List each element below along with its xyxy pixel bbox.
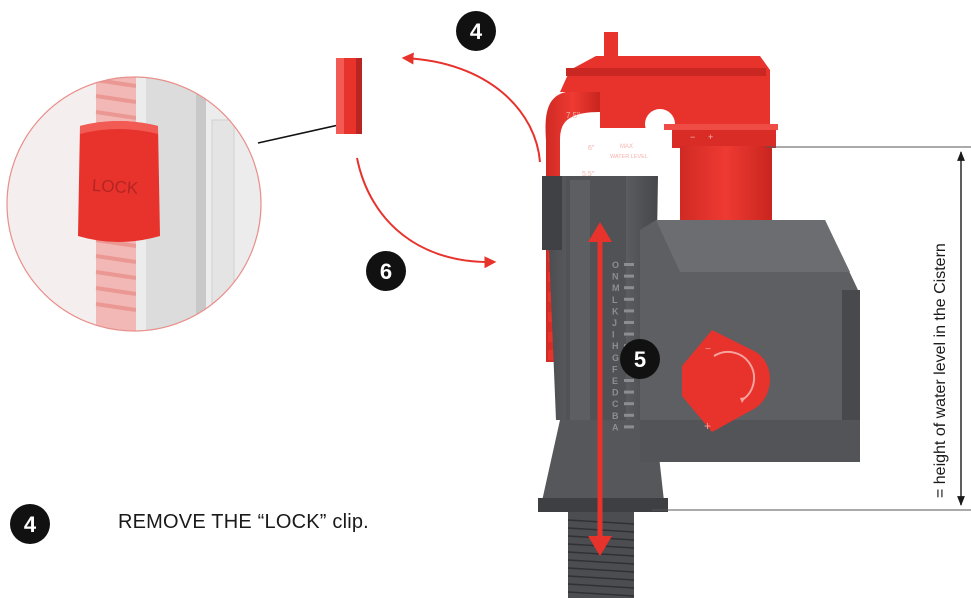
svg-text:WATER LEVEL: WATER LEVEL xyxy=(610,154,648,160)
svg-text:−: − xyxy=(705,344,711,355)
water-level-label: = height of water level in the Cistern xyxy=(932,243,949,498)
scale-tick xyxy=(624,263,634,266)
scale-letter: M xyxy=(612,283,620,293)
scale-letter: L xyxy=(612,295,618,305)
scale-tick xyxy=(624,309,634,313)
scale-tick xyxy=(624,274,634,278)
rotate-dial-icon: − + xyxy=(682,330,770,433)
scale-letter: D xyxy=(612,388,619,398)
scale-letter: K xyxy=(612,306,619,316)
scale-letter: O xyxy=(612,260,619,270)
scale-letter: B xyxy=(612,411,619,421)
svg-text:−: − xyxy=(690,132,695,142)
scale-letter: J xyxy=(612,318,617,328)
scale-tick xyxy=(624,413,634,417)
scale-letter: N xyxy=(612,272,619,282)
scale-letter: H xyxy=(612,341,619,351)
lock-label: LOCK xyxy=(91,176,139,198)
svg-text:5: 5 xyxy=(634,347,646,372)
curved-arrow-icon xyxy=(401,52,541,163)
instruction-text: REMOVE THE “LOCK” clip. xyxy=(118,511,369,533)
scale-tick xyxy=(624,297,634,301)
instruction-badge: 4 xyxy=(10,504,50,544)
step-badge-6: 6 xyxy=(366,251,406,291)
scale-letter: E xyxy=(612,376,618,386)
scale-tick xyxy=(624,321,634,324)
scale-letter: F xyxy=(612,364,618,374)
svg-text:6": 6" xyxy=(588,145,595,152)
step-badge-5: 5 xyxy=(620,339,660,379)
scale-tick xyxy=(624,332,634,336)
svg-text:MAX: MAX xyxy=(620,144,633,150)
svg-text:+: + xyxy=(708,132,713,142)
svg-text:5.5": 5.5" xyxy=(582,171,595,178)
zoom-inset: LOCK xyxy=(6,76,262,332)
curved-arrow-icon-insert xyxy=(356,157,497,269)
svg-text:4: 4 xyxy=(24,512,37,537)
height-adjust-arrow xyxy=(588,222,612,556)
scale-letter: G xyxy=(612,353,619,363)
scale-tick xyxy=(624,402,634,406)
scale-letter: C xyxy=(612,399,619,409)
removed-lock-clip xyxy=(336,58,362,134)
scale-letter: A xyxy=(612,422,619,432)
leader-line xyxy=(257,123,344,144)
scale-tick xyxy=(624,379,634,382)
svg-text:4: 4 xyxy=(470,19,483,44)
svg-text:6: 6 xyxy=(380,259,392,284)
scale-tick xyxy=(624,286,634,290)
water-level-dimension: = height of water level in the Cistern xyxy=(652,146,971,511)
svg-text:+: + xyxy=(704,419,711,433)
fill-valve: 7.5" 6" 5.5" MAX WATER LEVEL − + ONMLKJI… xyxy=(538,32,860,598)
step-badge-4: 4 xyxy=(456,11,496,51)
scale-letter: I xyxy=(612,330,615,340)
scale-tick xyxy=(624,425,634,429)
svg-text:7.5": 7.5" xyxy=(566,111,580,120)
scale-tick xyxy=(624,390,634,394)
